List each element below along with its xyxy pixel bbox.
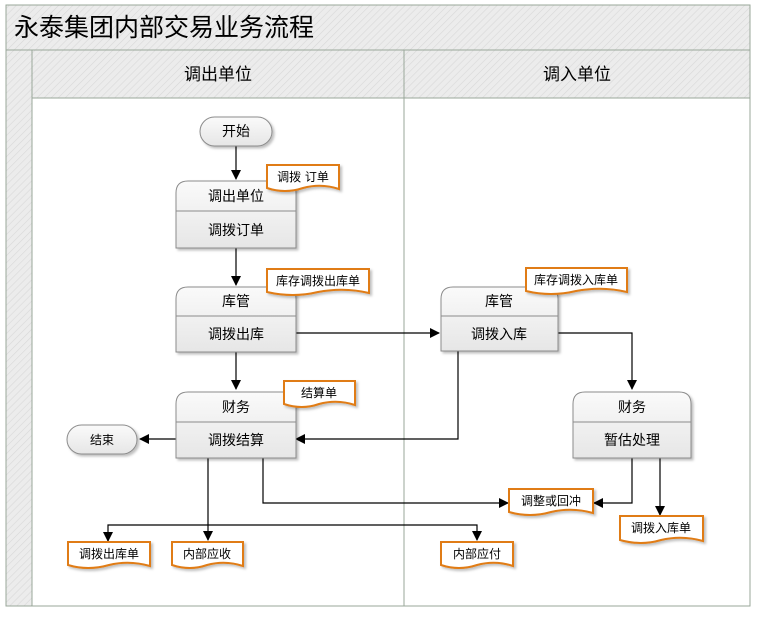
doc-stock-in: [525, 267, 628, 295]
edge-to-transfer-out-doc: [103, 524, 208, 542]
node-dispatch-unit: [175, 180, 297, 249]
doc-adjust: [508, 488, 594, 516]
doc-internal-receivable: [171, 541, 244, 569]
node-finance-right-role: 财务: [618, 400, 646, 416]
edge-to-payable-doc: [208, 524, 482, 541]
edge-estimate-to-adjust: [593, 458, 633, 508]
edge-settlement-to-adjust: [262, 458, 509, 508]
edge-in-to-settlement: [295, 351, 459, 444]
node-finance-left-task: 调拨结算: [208, 433, 264, 449]
doc-adjust-label: 调整或回冲: [521, 493, 581, 508]
node-warehouse-left-role: 库管: [222, 294, 250, 310]
doc-stock-in-label: 库存调拨入库单: [534, 272, 618, 287]
lane-header-left: [32, 50, 404, 98]
start-label: 开始: [222, 124, 250, 140]
doc-stock-out: [266, 268, 370, 296]
node-finance-right-task: 暂估处理: [604, 433, 660, 449]
lane-title-right: 调入单位: [543, 65, 611, 85]
doc-stock-out-label: 库存调拨出库单: [276, 273, 360, 288]
doc-internal-receivable-label: 内部应收: [183, 546, 231, 561]
node-dispatch-unit-role: 调出单位: [208, 189, 264, 205]
connectors: [103, 146, 665, 542]
node-dispatch-unit-task: 调拨订单: [208, 223, 264, 239]
side-strip: [6, 50, 32, 606]
node-warehouse-right-task: 调拨入库: [471, 327, 527, 343]
node-finance-left-role: 财务: [222, 400, 250, 416]
end-terminator: [66, 424, 138, 455]
title-bar: [6, 5, 750, 50]
doc-internal-payable: [440, 541, 514, 569]
edge-in-to-finance-right: [558, 332, 637, 390]
doc-settlement: [283, 380, 356, 408]
node-finance-right: [572, 391, 692, 459]
node-warehouse-right-role: 库管: [485, 294, 513, 310]
doc-internal-payable-label: 内部应付: [453, 546, 501, 561]
end-label: 结束: [90, 433, 114, 447]
lane-title-left: 调出单位: [184, 65, 252, 85]
lane-body-right: [403, 97, 751, 607]
start-terminator: [199, 116, 273, 147]
doc-transfer-out: [67, 541, 151, 569]
diagram-title: 永泰集团内部交易业务流程: [14, 13, 314, 42]
doc-transfer-in-label: 调拨入库单: [631, 520, 691, 535]
doc-transfer-order: [266, 164, 340, 192]
doc-transfer-in: [619, 515, 704, 544]
doc-transfer-out-label: 调拨出库单: [79, 546, 139, 561]
node-warehouse-left-task: 调拨出库: [208, 327, 264, 343]
doc-transfer-order-label: 调拨 订单: [277, 170, 329, 184]
lane-header-right: [404, 50, 750, 98]
doc-settlement-label: 结算单: [301, 385, 337, 400]
